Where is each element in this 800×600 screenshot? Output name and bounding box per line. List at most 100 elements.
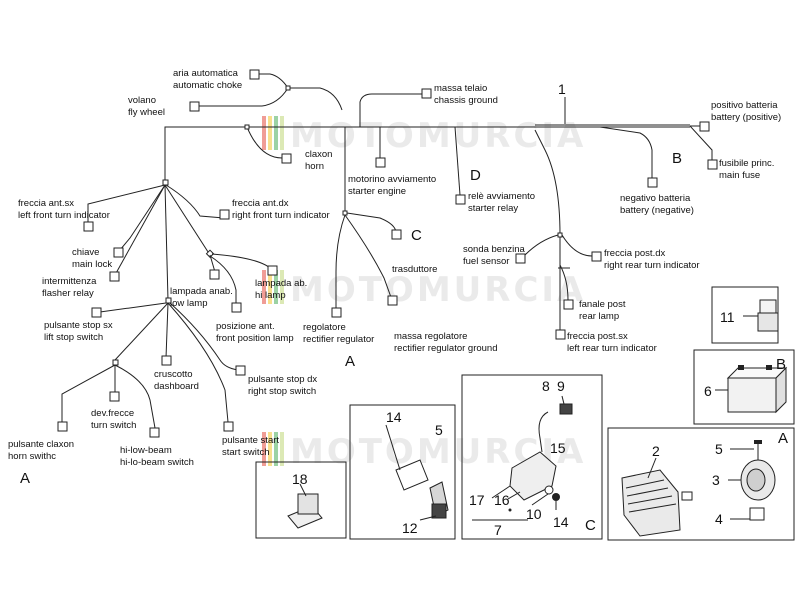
- label-pos-en: battery (positive): [711, 112, 781, 123]
- label-fanale-en: rear lamp: [579, 311, 619, 322]
- label-fdx-en: right front turn indicator: [232, 210, 330, 221]
- label-stopdx-it: pulsante stop dx: [248, 374, 317, 385]
- label-volano-it: volano: [128, 95, 156, 106]
- callout-15: 15: [550, 440, 566, 456]
- label-pos-it: positivo batteria: [711, 100, 778, 111]
- label-claxpul-en: horn swithc: [8, 451, 56, 462]
- section-a-left: A: [20, 470, 30, 487]
- callout-1: 1: [558, 81, 566, 97]
- label-start-en: start switch: [222, 447, 270, 458]
- label-lampab-en: hi lamp: [255, 290, 286, 301]
- callout-16: 16: [494, 492, 510, 508]
- label-massareg-it: massa regolatore: [394, 331, 467, 342]
- label-chiave-it: chiave: [72, 247, 99, 258]
- callout-5-right: 5: [715, 441, 723, 457]
- label-fus-it: fusibile princ.: [719, 158, 774, 169]
- label-lamp-it: lampada anab.: [170, 286, 233, 297]
- part-switch-12: [385, 424, 449, 521]
- label-stopsx-it: pulsante stop sx: [44, 320, 113, 331]
- label-stopdx-en: right stop switch: [248, 386, 316, 397]
- label-fsx-it: freccia ant.sx: [18, 198, 74, 209]
- part-horn-3: [728, 440, 776, 521]
- label-regol-en: rectifier regulator: [303, 334, 374, 345]
- callout-5-top: 5: [435, 422, 443, 438]
- label-fpsx-it: freccia post.sx: [567, 331, 628, 342]
- callout-11: 11: [720, 309, 735, 325]
- label-devf-it: dev.frecce: [91, 408, 134, 419]
- label-neg-it: negativo batteria: [620, 193, 691, 204]
- label-fpdx-it: freccia post.dx: [604, 248, 665, 259]
- box-switch-parts: [349, 404, 456, 540]
- label-fpsx-en: left rear turn indicator: [567, 343, 657, 354]
- label-massareg-en: rectifier regulator ground: [394, 343, 498, 354]
- part-relay-15: [472, 395, 573, 521]
- box-c-parts: [461, 374, 603, 540]
- callout-2: 2: [652, 443, 660, 459]
- label-inter-it: intermittenza: [42, 276, 97, 287]
- label-rele-it: relè avviamento: [468, 191, 535, 202]
- section-a-right: A: [778, 430, 788, 447]
- callout-4: 4: [715, 511, 723, 527]
- section-c: C: [411, 227, 422, 244]
- label-sonda-it: sonda benzina: [463, 244, 526, 255]
- label-sonda-en: fuel sensor: [463, 256, 509, 267]
- callout-17: 17: [469, 492, 485, 508]
- label-devf-en: turn switch: [91, 420, 136, 431]
- label-lampab-it: lampada ab.: [255, 278, 307, 289]
- label-posiz-en: front position lamp: [216, 333, 294, 344]
- label-inter-en: flasher relay: [42, 288, 94, 299]
- label-claxpul-it: pulsante claxon: [8, 439, 74, 450]
- callout-18: 18: [292, 471, 308, 487]
- box-battery: [693, 349, 795, 425]
- label-claxon-it: claxon: [305, 149, 332, 160]
- label-fus-en: main fuse: [719, 170, 760, 181]
- section-a-mid: A: [345, 353, 355, 370]
- watermark-top: MOTOMURCIA: [262, 116, 586, 156]
- callout-14-top: 14: [386, 409, 402, 425]
- label-lamp-en: low lamp: [170, 298, 208, 309]
- label-aria-en: automatic choke: [173, 80, 242, 91]
- labels: aria automatica automatic choke volano f…: [8, 68, 788, 538]
- label-motorino-en: starter engine: [348, 186, 406, 197]
- label-hilo-en: hi-lo-beam switch: [120, 457, 194, 468]
- label-regol-it: regolatore: [303, 322, 346, 333]
- callout-12: 12: [402, 520, 418, 536]
- box-a-parts: [607, 427, 795, 541]
- label-fsx-en: left front turn indicator: [18, 210, 110, 221]
- label-hilo-it: hi-low-beam: [120, 445, 172, 456]
- label-motorino-it: motorino avviamento: [348, 174, 436, 185]
- label-stopsx-en: lift stop switch: [44, 332, 103, 343]
- label-start-it: pulsante start: [222, 435, 279, 446]
- label-aria-it: aria automatica: [173, 68, 239, 79]
- part-relay-11: [743, 299, 779, 332]
- box-18: [255, 461, 347, 539]
- label-fanale-it: fanale post: [579, 299, 626, 310]
- callout-9: 9: [557, 378, 565, 394]
- label-massa-en: chassis ground: [434, 95, 498, 106]
- label-volano-en: fly wheel: [128, 107, 165, 118]
- label-trasd: trasduttore: [392, 264, 437, 275]
- watermark-text: MOTOMURCIA: [290, 116, 586, 156]
- label-fdx-it: freccia ant.dx: [232, 198, 289, 209]
- label-chiave-en: main lock: [72, 259, 112, 270]
- label-fpdx-en: right rear turn indicator: [604, 260, 700, 271]
- section-d: D: [470, 167, 481, 184]
- section-b-top: B: [672, 150, 682, 167]
- label-rele-en: starter relay: [468, 203, 518, 214]
- section-c-bottom: C: [585, 517, 596, 534]
- callout-10: 10: [526, 506, 542, 522]
- callout-14-bottom: 14: [553, 514, 569, 530]
- label-crusc-en: dashboard: [154, 381, 199, 392]
- callout-3: 3: [712, 472, 720, 488]
- callout-8: 8: [542, 378, 550, 394]
- label-claxon-en: horn: [305, 161, 324, 172]
- part-battery-6: [715, 365, 788, 414]
- label-crusc-it: cruscotto: [154, 369, 193, 380]
- wiring-harness: [57, 69, 718, 438]
- section-b-right: B: [776, 356, 786, 373]
- label-neg-en: battery (negative): [620, 205, 694, 216]
- part-fuse-18: [287, 483, 323, 529]
- part-regulator-2: [621, 457, 693, 537]
- callout-6: 6: [704, 383, 712, 399]
